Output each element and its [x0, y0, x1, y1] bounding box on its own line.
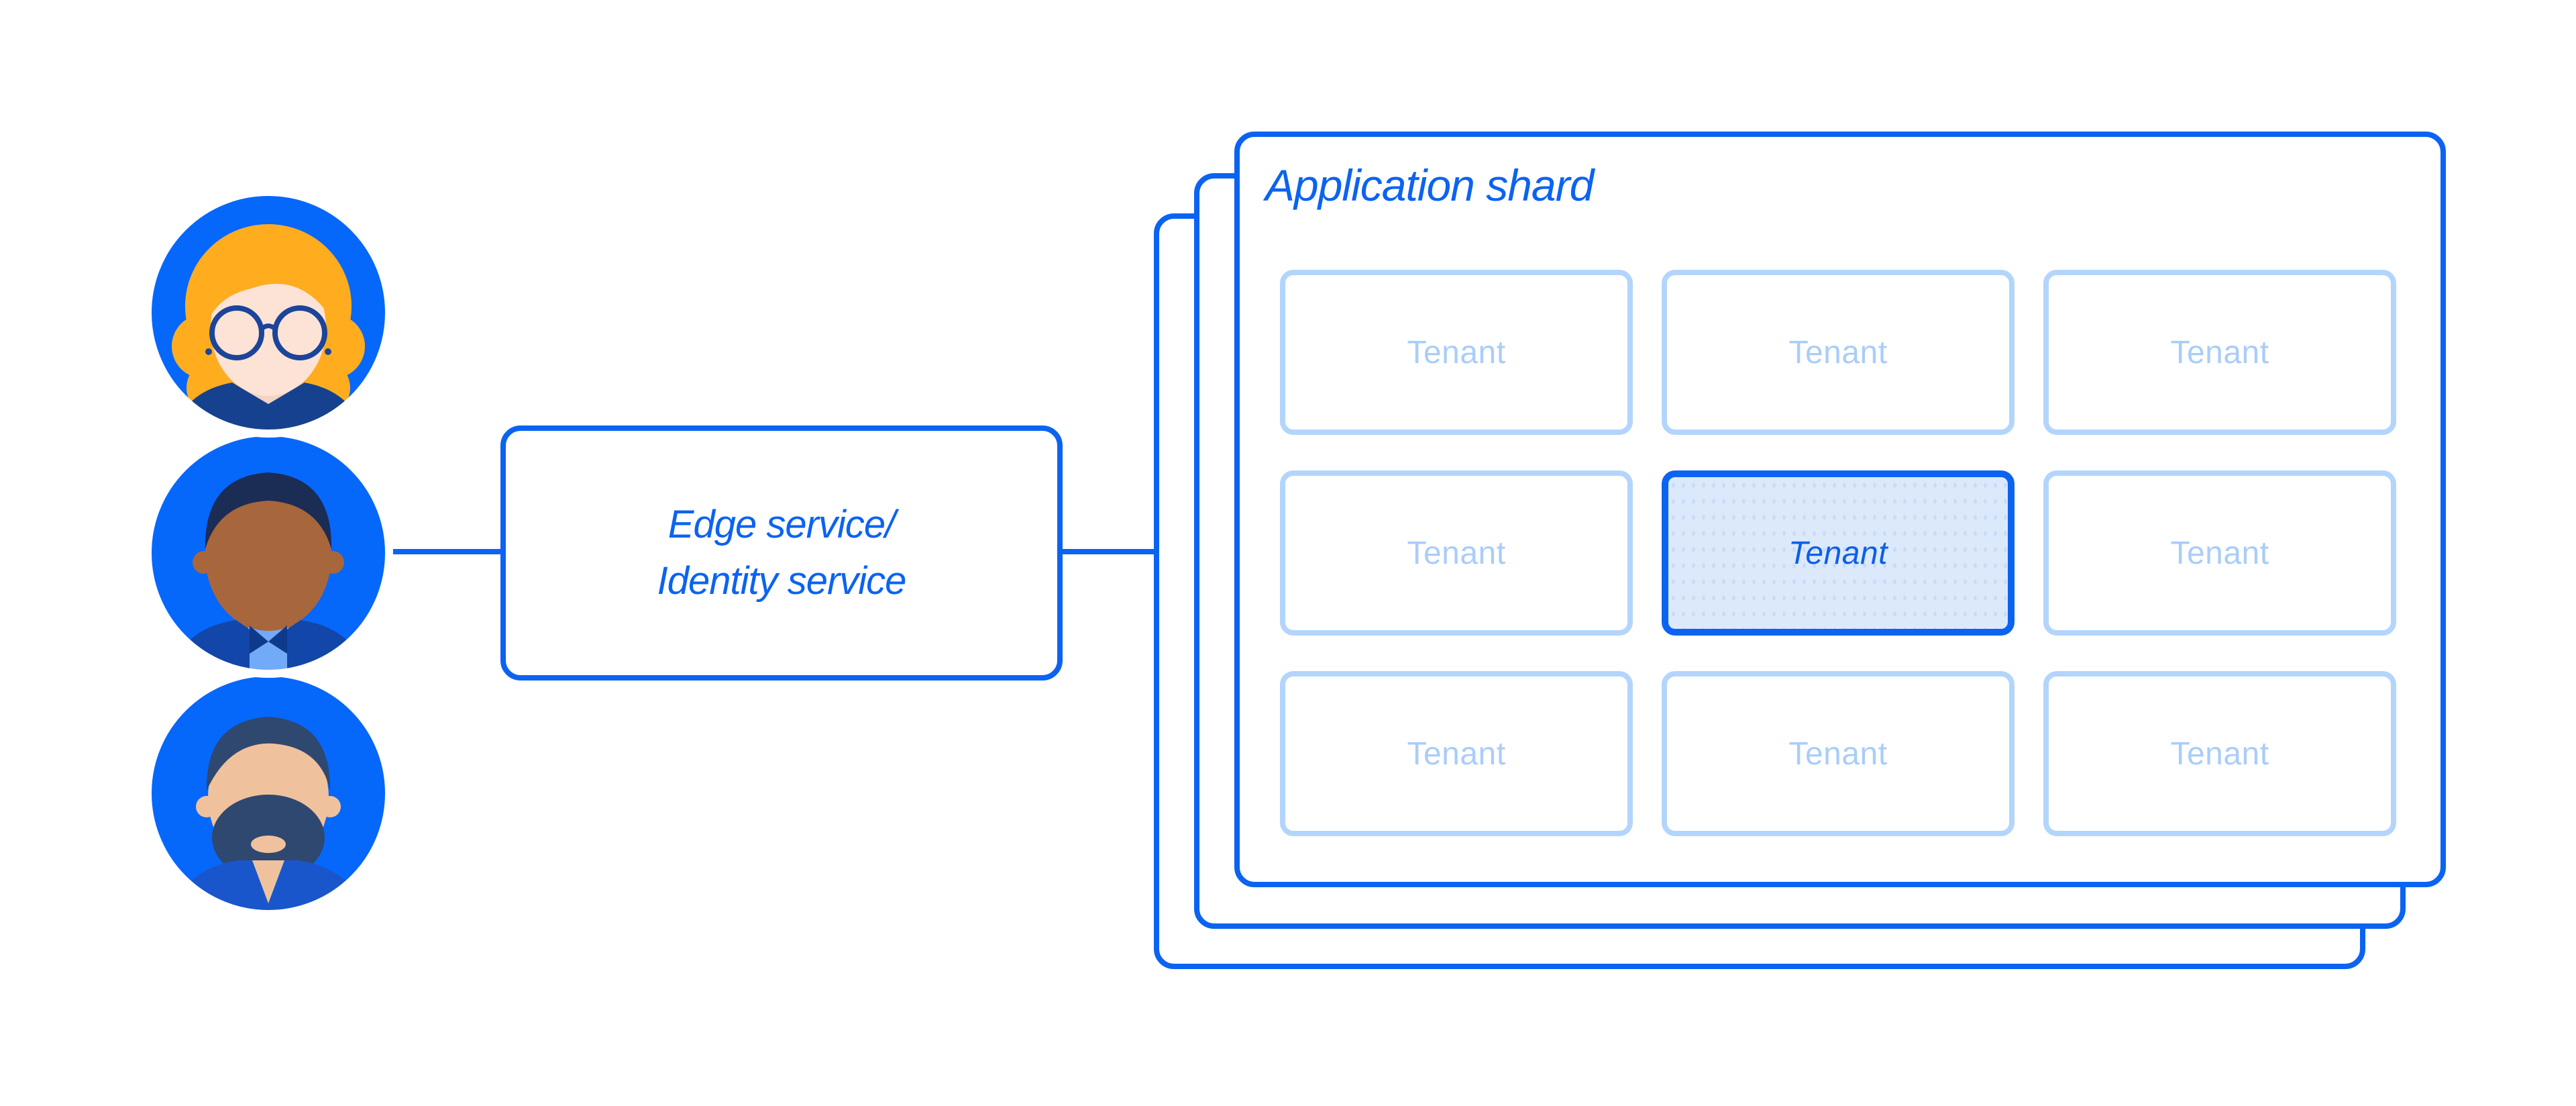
tenant-label: Tenant — [2170, 334, 2269, 370]
man-beard-avatar-icon — [144, 668, 393, 918]
tenant-cell: Tenant — [1662, 671, 2015, 836]
application-shard-title: Application shard — [1265, 160, 1594, 210]
tenant-label: Tenant — [2170, 535, 2269, 571]
tenant-label: Tenant — [1407, 736, 1506, 772]
connector-line-edge-to-shard — [1060, 549, 1159, 554]
user-avatar — [142, 427, 394, 679]
woman-glasses-avatar-icon — [144, 188, 393, 438]
connector-line-users-to-edge — [393, 549, 503, 554]
tenant-cell-highlighted: Tenant — [1662, 470, 2015, 636]
tenant-label: Tenant — [1788, 535, 1888, 571]
tenant-label: Tenant — [1788, 736, 1888, 772]
man-short-hair-avatar-icon — [144, 428, 393, 678]
tenant-label: Tenant — [1788, 334, 1888, 370]
tenant-cell: Tenant — [2043, 270, 2396, 435]
tenant-cell: Tenant — [2043, 470, 2396, 636]
tenant-label: Tenant — [2170, 736, 2269, 772]
tenant-label: Tenant — [1407, 535, 1506, 571]
tenant-cell: Tenant — [1280, 270, 1633, 435]
tenant-cell: Tenant — [2043, 671, 2396, 836]
edge-identity-service-box: Edge service/ Identity service — [500, 425, 1063, 681]
tenant-cell: Tenant — [1280, 470, 1633, 636]
tenant-label: Tenant — [1407, 334, 1506, 370]
user-avatar — [142, 187, 394, 439]
edge-service-label-line1: Edge service/ — [667, 503, 896, 546]
user-avatar — [142, 667, 394, 919]
edge-service-label-line2: Identity service — [657, 559, 907, 603]
tenant-cell: Tenant — [1662, 270, 2015, 435]
tenant-cell: Tenant — [1280, 671, 1633, 836]
